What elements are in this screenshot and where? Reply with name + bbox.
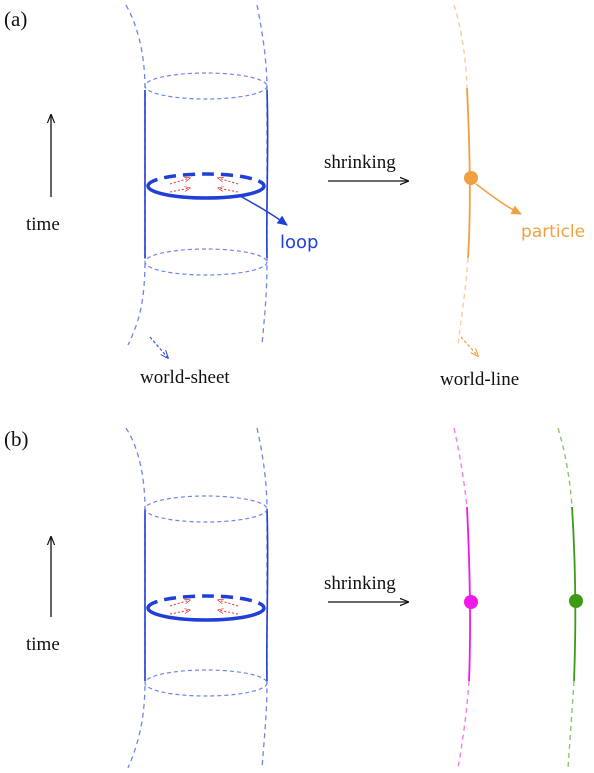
magenta-world-line-faint-bottom (457, 680, 470, 769)
green-world-line-faint-top (557, 427, 573, 508)
world-sheet-right-edge (265, 89, 269, 259)
shrink-arrow-icon (218, 610, 239, 615)
loop-ring-back (146, 594, 266, 609)
shrinking-label: shrinking (324, 573, 396, 594)
world-sheet-right-outline (256, 427, 268, 769)
world-sheet-right-edge (265, 508, 269, 682)
shrink-arrow-icon (169, 188, 190, 193)
shrink-arrow-icon (218, 600, 239, 607)
world-sheet-tube (125, 427, 269, 769)
shrink-arrow-icon (218, 178, 239, 185)
shrink-arrow-icon (218, 188, 239, 193)
particle-dot (464, 171, 478, 185)
world-sheet-tube (125, 4, 269, 346)
panel-b-label: (b) (4, 427, 29, 451)
shrinking-label: shrinking (324, 152, 396, 173)
particle-label: particle (521, 222, 585, 242)
loop-ring-front (146, 607, 266, 622)
world-sheet-right-outline (256, 4, 268, 346)
shrink-arrows (169, 178, 239, 193)
world-sheet-top-ring (144, 495, 268, 523)
shrink-arrows (169, 600, 239, 615)
particle-pointer-arrow-icon (475, 183, 522, 215)
panel-a: (a) time loop world-sheet (4, 4, 585, 390)
world-line-pointer-arrow-icon (460, 336, 478, 356)
green-world-line-faint-bottom (567, 680, 575, 769)
world-sheet-bottom-ring (144, 248, 268, 276)
magenta-world-line-solid (466, 506, 471, 682)
panel-b: (b) time shrinking (4, 427, 583, 769)
world-sheet-left-outline (125, 427, 146, 769)
world-sheet-label: world-sheet (140, 367, 230, 388)
world-line-faint-bottom (457, 257, 469, 346)
shrink-arrow-icon (169, 600, 190, 607)
panel-a-label: (a) (4, 7, 27, 31)
world-sheet-bottom-ring (144, 669, 268, 697)
world-line-faint-top (453, 4, 468, 89)
shrink-arrow-icon (169, 178, 190, 185)
loop-ring-back (146, 172, 266, 187)
green-particle-dot (569, 594, 583, 608)
loop-ring (146, 172, 266, 200)
magenta-world-line-faint-top (453, 427, 468, 508)
time-label: time (26, 214, 60, 235)
world-sheet-top-ring (144, 72, 268, 100)
world-sheet-pointer-arrow-icon (149, 336, 168, 358)
loop-pointer-arrow-icon (239, 195, 288, 226)
green-world-line-solid (571, 506, 577, 682)
loop-ring-front (146, 185, 266, 200)
world-sheet-left-outline (125, 4, 146, 346)
world-line-label: world-line (440, 369, 519, 390)
loop-label: loop (280, 232, 318, 253)
loop-ring (146, 594, 266, 622)
magenta-particle-dot (464, 595, 478, 609)
shrink-arrow-icon (169, 610, 190, 615)
time-label: time (26, 634, 60, 655)
